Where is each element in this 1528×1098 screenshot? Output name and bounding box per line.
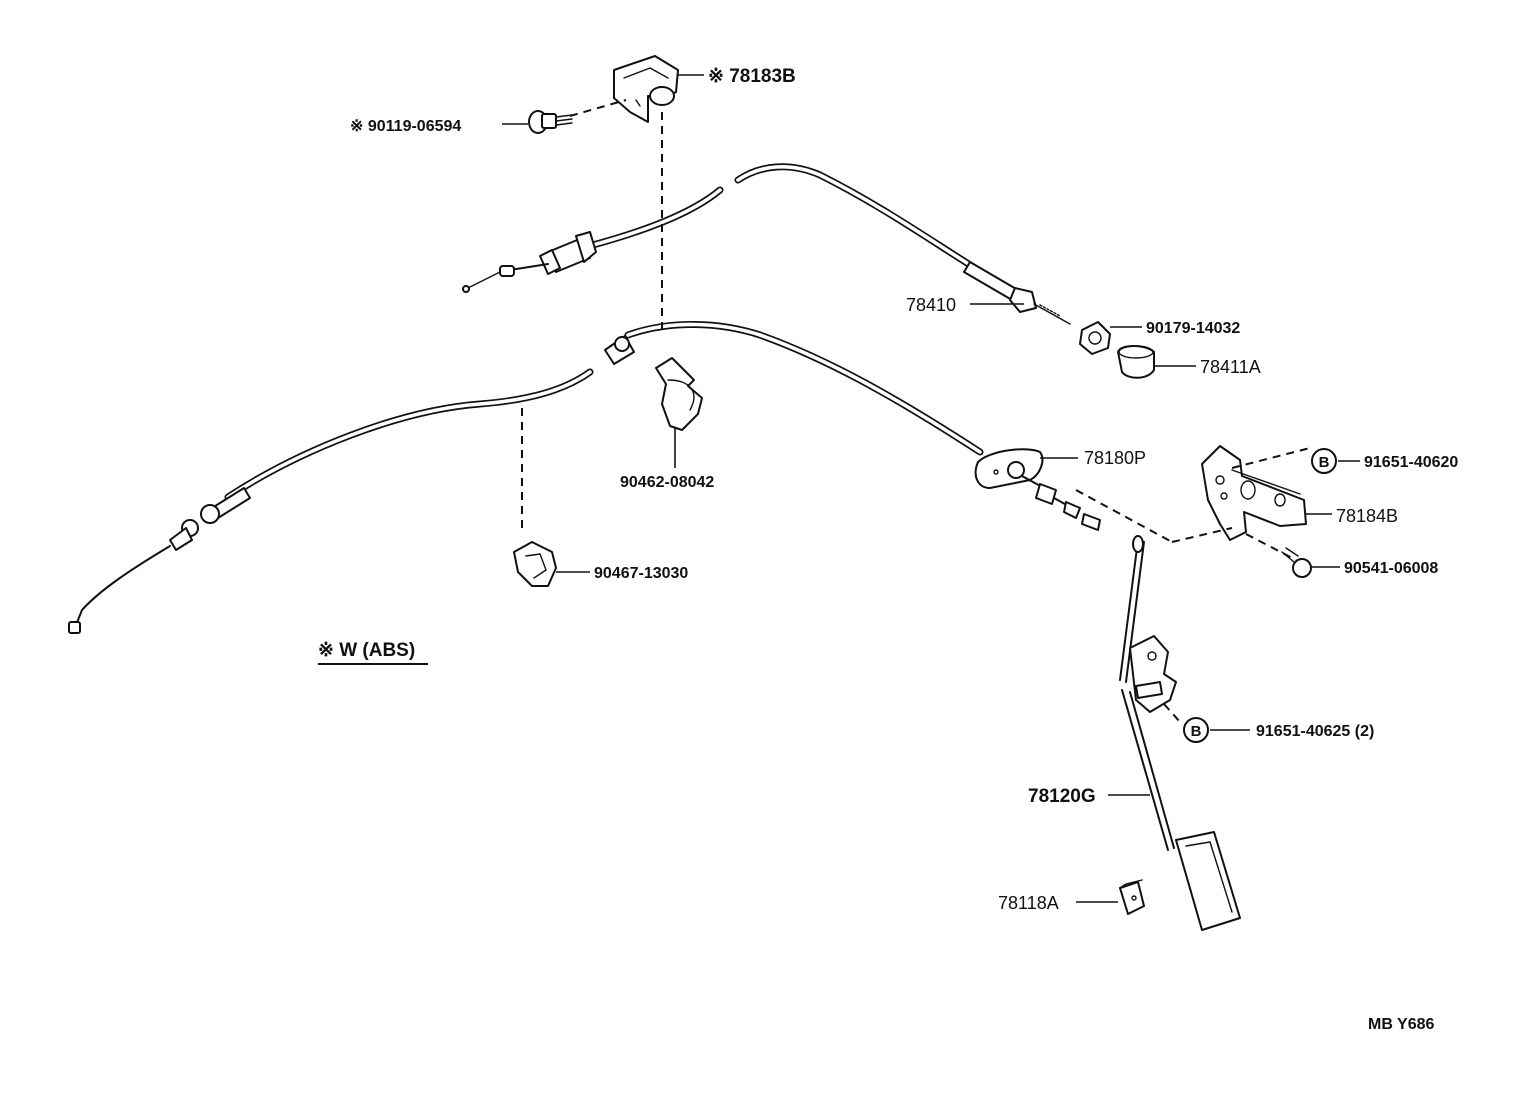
label-90462: 90462-08042 bbox=[620, 474, 714, 491]
pedal-78120g bbox=[1119, 535, 1241, 931]
clip-90467 bbox=[513, 541, 557, 587]
label-91651-40625: 91651-40625 (2) bbox=[1256, 723, 1374, 740]
leader-lines bbox=[502, 74, 1360, 903]
bracket-78184b bbox=[1201, 445, 1307, 541]
nut-90179 bbox=[1079, 321, 1111, 355]
bracket-78183b bbox=[613, 55, 679, 123]
accelerator-cable-lower bbox=[68, 321, 1101, 634]
svg-text:B: B bbox=[1319, 454, 1330, 471]
label-78180p: 78180P bbox=[1084, 448, 1146, 468]
bolt-90541 bbox=[1281, 547, 1312, 578]
bolt-90119 bbox=[528, 110, 573, 134]
cushion-78411a bbox=[1117, 345, 1155, 379]
label-90119: ※ 90119-06594 bbox=[350, 118, 461, 135]
clamp-90462 bbox=[655, 357, 703, 431]
label-78411a: 78411A bbox=[1200, 357, 1261, 377]
label-78183b: ※ 78183B bbox=[708, 66, 796, 87]
accelerator-cable-upper bbox=[462, 163, 1071, 325]
label-90467: 90467-13030 bbox=[594, 565, 688, 582]
label-90179: 90179-14032 bbox=[1146, 320, 1240, 337]
label-78120g: 78120G bbox=[1028, 786, 1096, 807]
marker-b-lower: B bbox=[1183, 717, 1209, 743]
label-78410: 78410 bbox=[906, 295, 956, 315]
label-90541: 90541-06008 bbox=[1344, 560, 1438, 577]
abs-note: ※ W (ABS) bbox=[318, 640, 415, 661]
stopper-78118a bbox=[1119, 879, 1145, 915]
label-78184b: 78184B bbox=[1336, 506, 1398, 526]
svg-text:B: B bbox=[1191, 723, 1202, 740]
connection-lines bbox=[521, 99, 1311, 723]
label-91651-40620: 91651-40620 bbox=[1364, 454, 1458, 471]
diagram-code: MB Y686 bbox=[1368, 1016, 1435, 1033]
label-78118a: 78118A bbox=[998, 893, 1059, 913]
marker-b-upper: B bbox=[1311, 448, 1337, 474]
